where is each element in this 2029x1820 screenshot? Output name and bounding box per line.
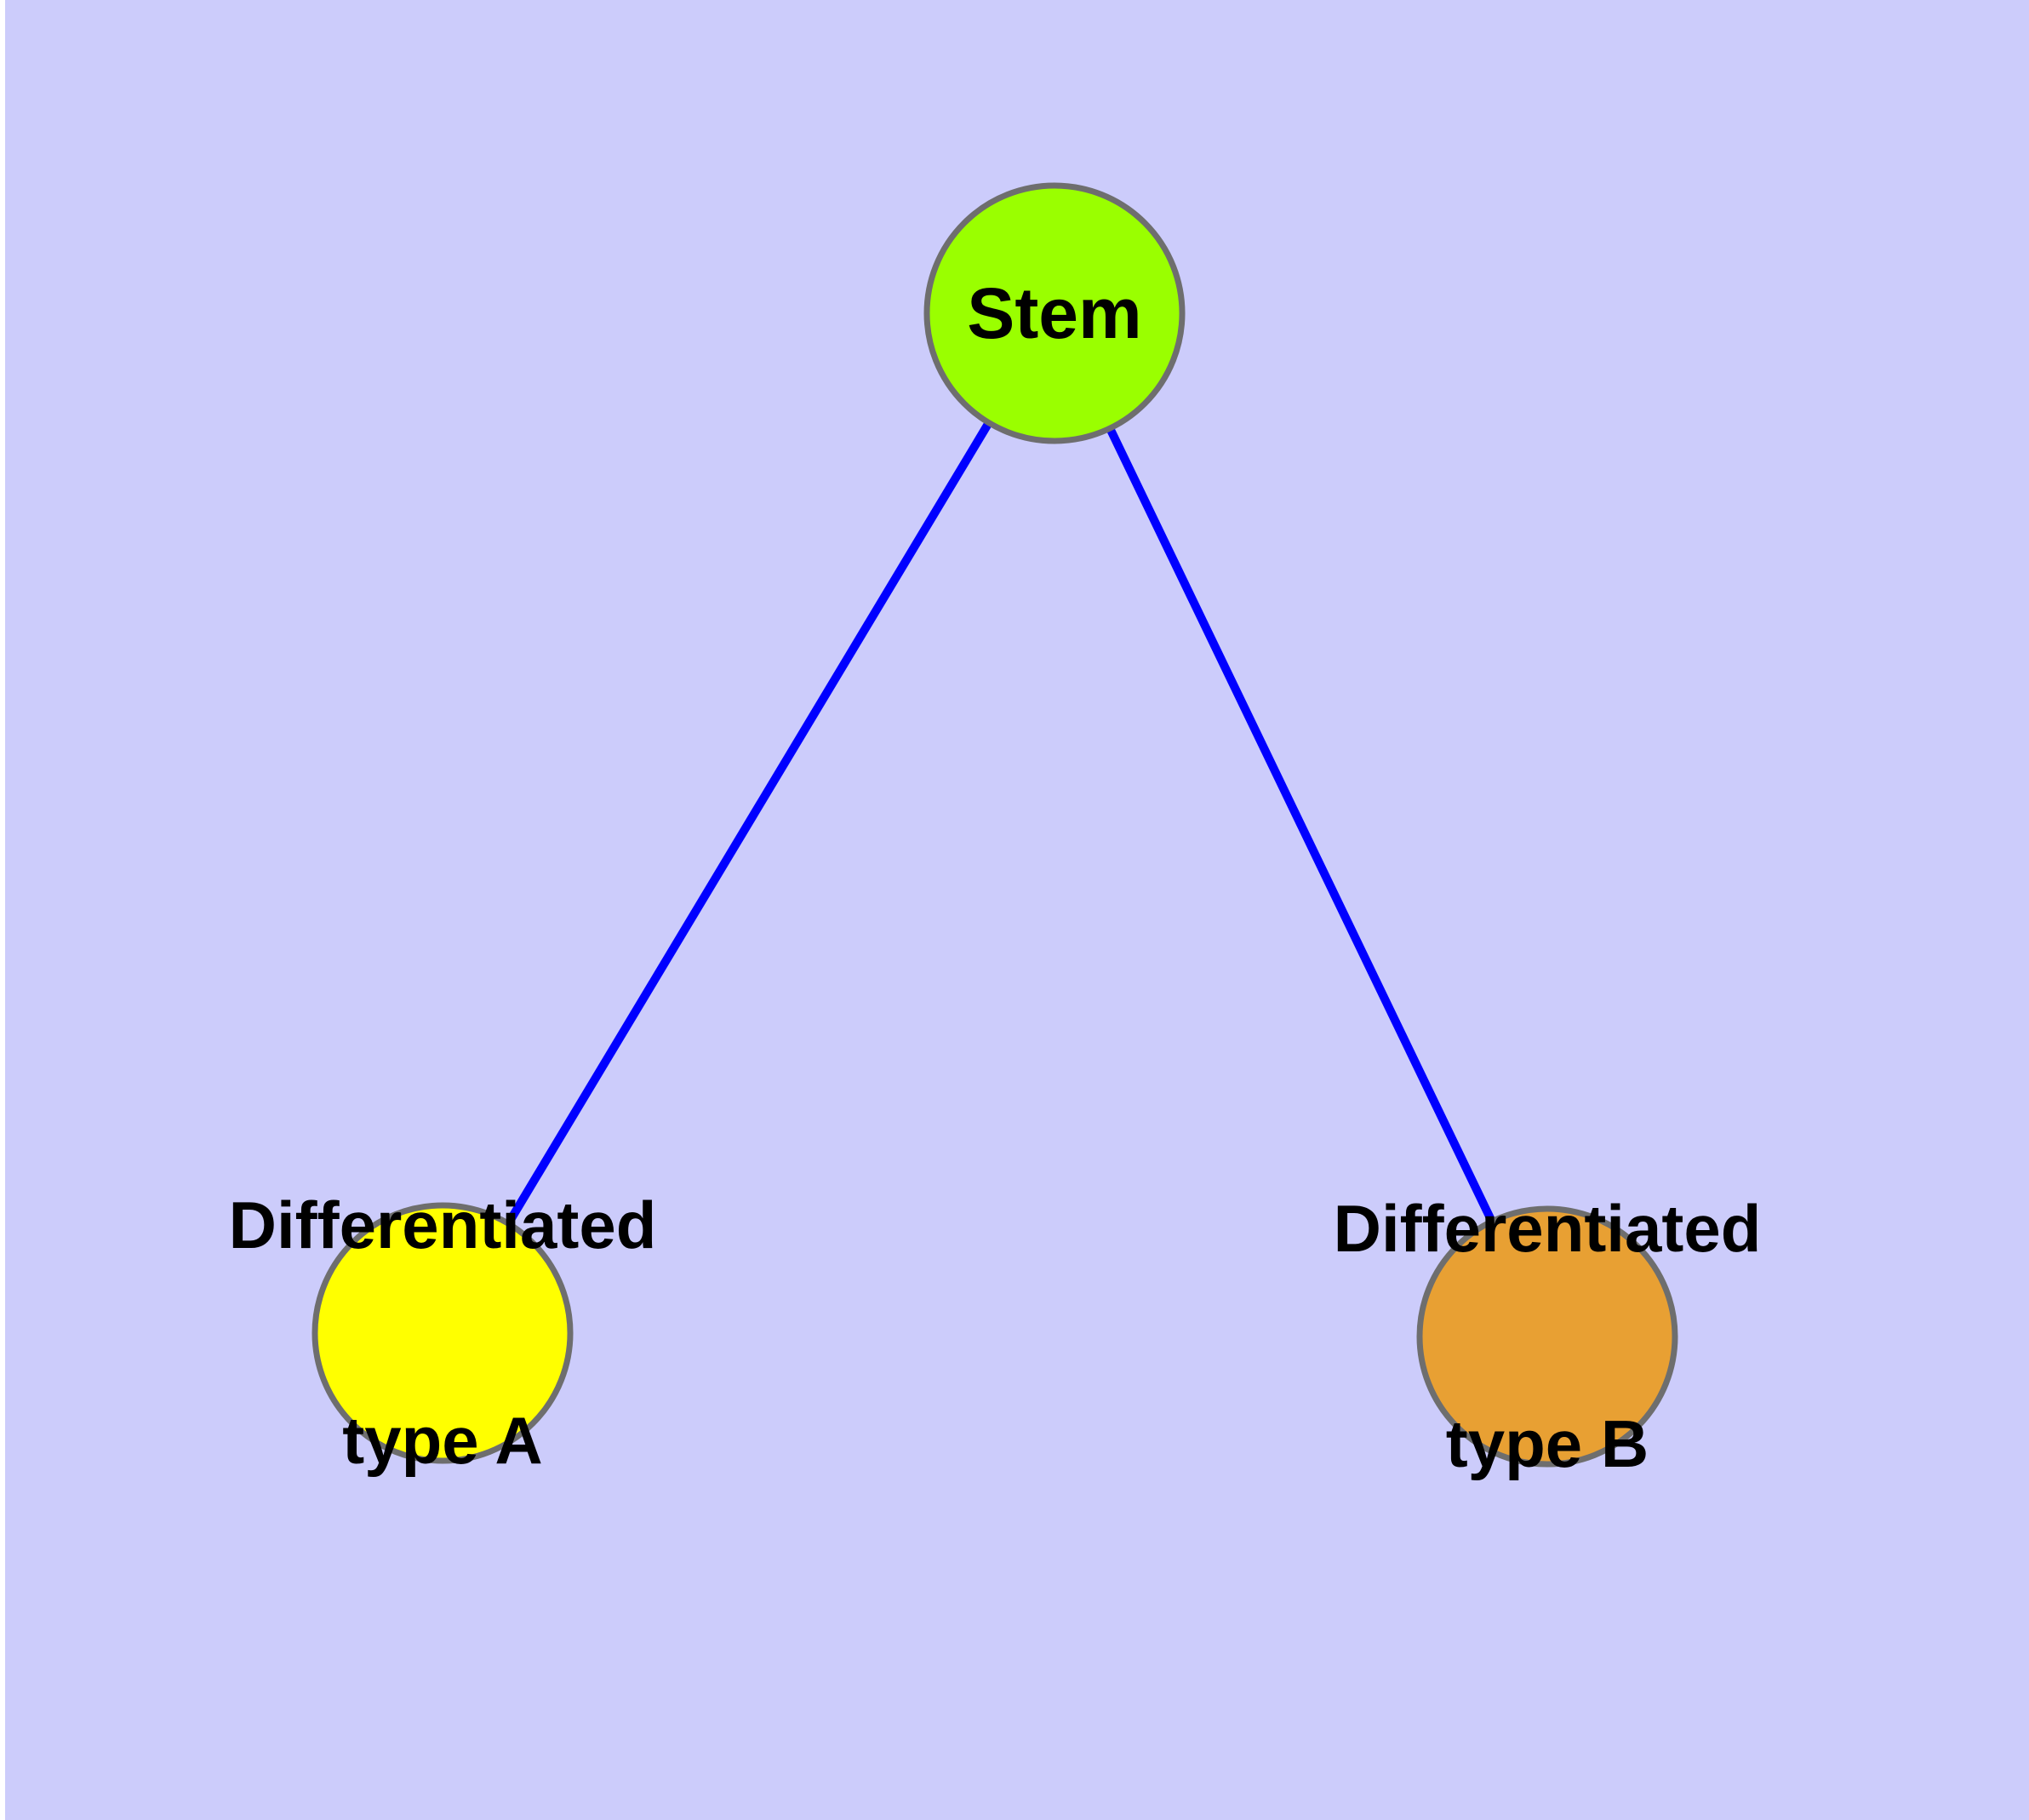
node-differentiated-type-b[interactable] — [1416, 1205, 1678, 1468]
node-stem[interactable] — [923, 182, 1186, 444]
edge-stem-to-diff_b[interactable] — [1106, 426, 1496, 1224]
edge-layer-main — [504, 421, 1496, 1226]
node-layer — [311, 182, 1678, 1468]
node-differentiated-type-a[interactable] — [311, 1202, 574, 1464]
edge-stem-to-diff_a[interactable] — [504, 421, 993, 1226]
